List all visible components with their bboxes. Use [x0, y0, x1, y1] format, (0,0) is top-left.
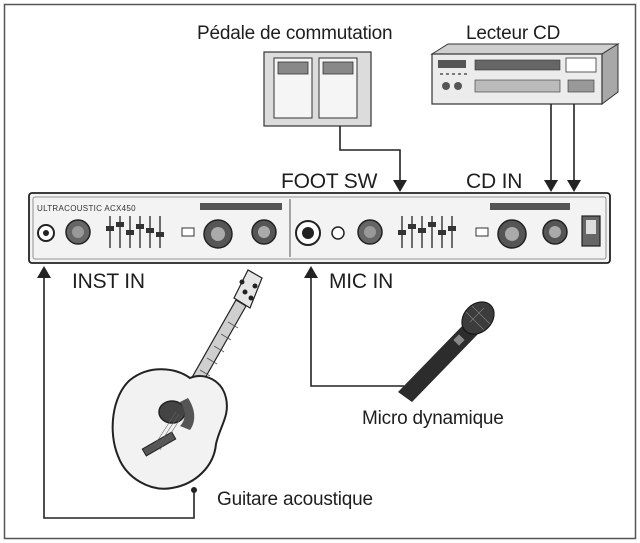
mic-in-label: MIC IN	[329, 270, 394, 293]
guitar-label: Guitare acoustique	[217, 489, 373, 510]
arrowheads	[37, 180, 581, 278]
footswitch-pedal-icon	[263, 51, 372, 127]
amp-brand-label: ULTRACOUSTIC ACX450	[37, 204, 136, 213]
cd-in-label: CD IN	[466, 170, 523, 193]
foot-sw-label: FOOT SW	[281, 170, 378, 193]
inst-in-label: INST IN	[72, 270, 145, 293]
pedal-label: Pédale de commutation	[197, 23, 393, 44]
amplifier-icon	[28, 192, 611, 264]
microphone-label: Micro dynamique	[362, 408, 504, 429]
microphone-icon	[398, 301, 495, 402]
acoustic-guitar-icon	[111, 269, 263, 493]
connection-lines	[43, 104, 575, 519]
cd-player-icon	[430, 43, 620, 105]
cd-player-label: Lecteur CD	[466, 23, 561, 44]
